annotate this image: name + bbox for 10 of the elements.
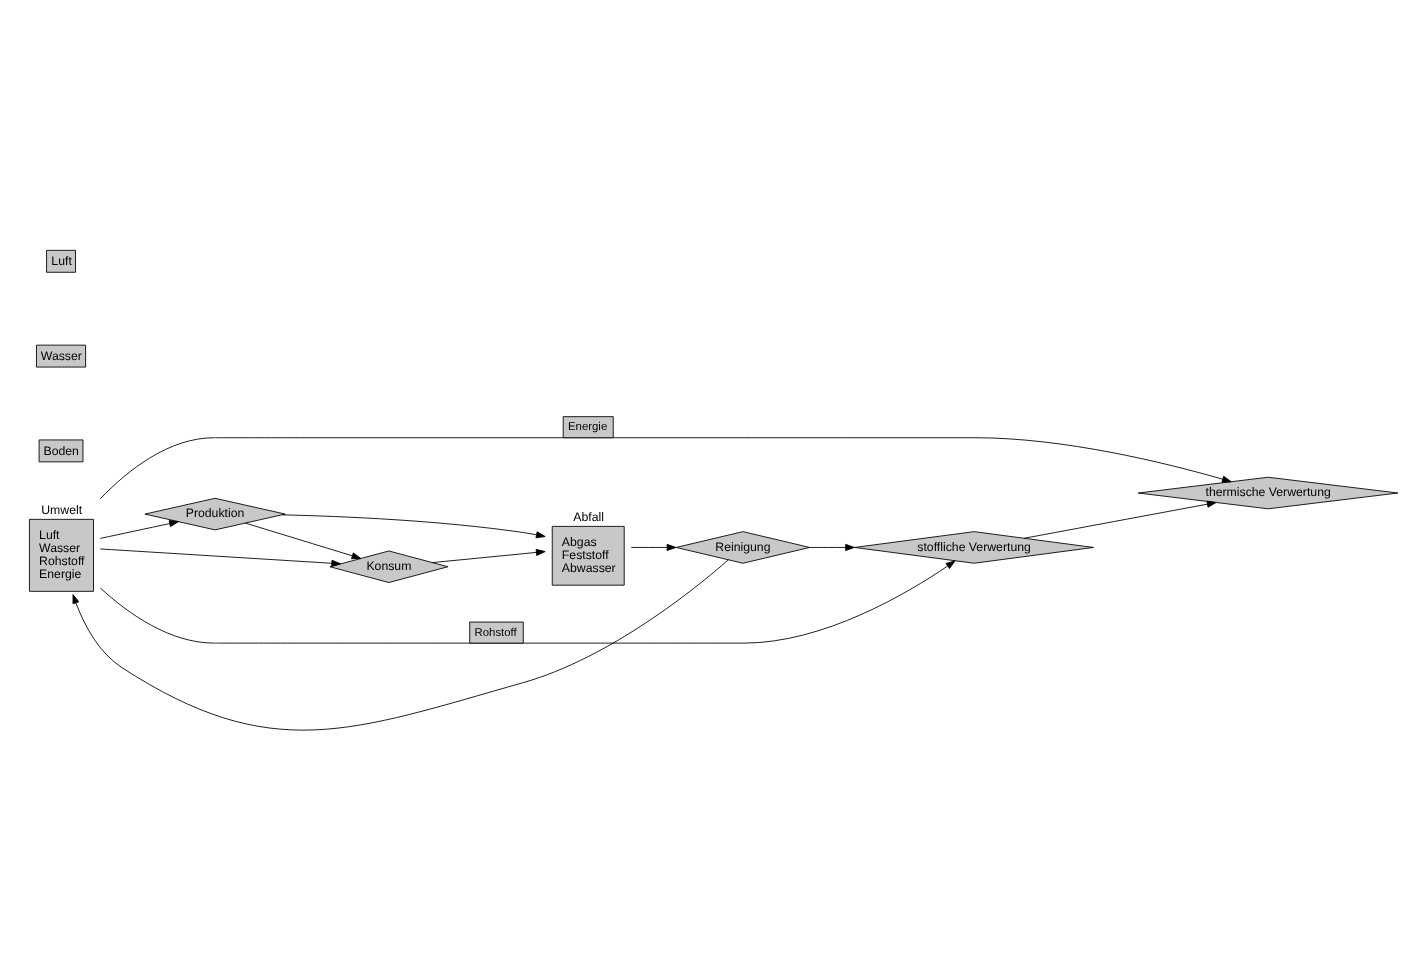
arrow [281,514,546,539]
arrow [72,559,729,731]
arrow [99,437,1232,500]
arrow [431,548,546,564]
arrow [1023,500,1217,539]
arrow [630,543,677,551]
arrow [809,543,855,551]
arrow [99,548,341,567]
arrow [99,520,179,539]
arrow [245,522,362,560]
